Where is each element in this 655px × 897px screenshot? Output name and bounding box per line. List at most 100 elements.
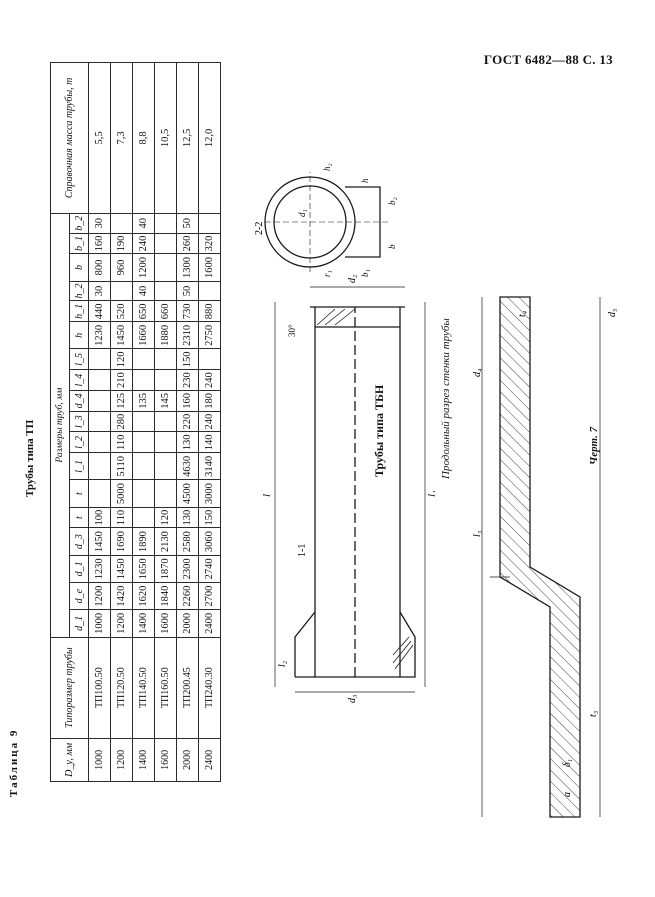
dim-d1: d₁ [297,209,307,217]
cross-section-drawing: 2-2 d₁ b h b₁ b₂ h₂ r₁ [254,163,397,277]
dim-d3: d₃ [347,694,358,703]
table-cell: 40 [132,213,155,234]
table-cell: 1400 [132,609,155,638]
table-cell: 7,3 [110,62,133,214]
table-cell: 2700 [198,582,221,610]
table-cell: 3060 [198,527,221,556]
header-col-9: l_2 [69,431,89,453]
table-cell: 4500 [176,479,199,508]
table-cell [132,411,155,432]
header-col-16: h_2 [69,281,89,301]
table-cell: 30 [88,281,111,301]
table-cell: 190 [110,233,133,254]
table-cell: ТП140.50 [132,637,155,739]
dim-b: b [387,244,397,249]
table-cell: 1450 [110,321,133,349]
table-cell: 1840 [154,582,177,610]
table-cell: 1200 [110,738,133,782]
header-dimensions: Размеры труб, мм [50,213,70,638]
table-cell: 120 [154,507,177,528]
table-cell: 1450 [110,555,133,583]
table-cell [154,213,177,234]
header-col-15: h_1 [69,300,89,322]
table-cell: 1600 [154,738,177,782]
table-cell [154,233,177,254]
wall-section-drawing: t₃ l₃ d₄ a δ₁ t₄ d₅ [472,296,618,818]
dimensions-table: D_у, мм Типоразмер трубы Размеры труб, м… [50,62,221,782]
table-cell: 10,5 [154,62,177,214]
table-cell: 240 [198,411,221,432]
header-mass: Справочная масса трубы, т [50,62,89,214]
table-cell: 2740 [198,555,221,583]
dim-b2: b₂ [387,197,397,205]
angle-label: 30° [287,324,297,337]
table-cell [154,281,177,301]
table-cell: 160 [88,233,111,254]
table-cell: 12,0 [198,62,221,214]
table-cell: 145 [154,390,177,412]
table-cell [154,348,177,370]
table-cell: 2310 [176,321,199,349]
table-cell: 1200 [132,253,155,282]
dim-l1: l₁ [426,490,435,497]
table-cell [88,479,111,508]
table-cell: 1600 [198,253,221,282]
table-cell: 130 [176,507,199,528]
table-cell: 650 [132,300,155,322]
table-cell: 240 [132,233,155,254]
table-cell [88,369,111,391]
table-cell: ТП120.50 [110,637,133,739]
table-cell: 180 [198,390,221,412]
header-col-19: b_2 [69,213,89,234]
table-cell: 130 [176,431,199,453]
header-col-10: l_3 [69,411,89,432]
table-cell: 2130 [154,527,177,556]
table-cell: 1600 [154,609,177,638]
dim-h2: h₂ [322,163,332,171]
table-cell: 230 [176,369,199,391]
dim-d2: d₂ [347,274,358,283]
dim-l3: l₃ [472,530,483,537]
table-cell: 1870 [154,555,177,583]
table-cell: 2750 [198,321,221,349]
table-cell [132,452,155,480]
page-header: ГОСТ 6482—88 С. 13 [483,52,613,67]
header-col-6: t [69,507,89,528]
table-cell [154,369,177,391]
table-cell: 210 [110,369,133,391]
table-cell [154,479,177,508]
table-cell: 320 [198,233,221,254]
table-cell: 880 [198,300,221,322]
table-cell: 5,5 [88,62,111,214]
table-cell: 50 [176,281,199,301]
header-col-3: d_e [69,582,89,610]
table-cell: 3140 [198,452,221,480]
dim-l2: l₂ [277,660,288,667]
table-cell: 8,8 [132,62,155,214]
dim-r1: r₁ [322,270,332,277]
table-number: Таблица 9 [8,728,20,797]
table-cell: 1660 [132,321,155,349]
table-cell: 1880 [154,321,177,349]
table-cell: 1200 [88,582,111,610]
table-cell: 440 [88,300,111,322]
table-cell: 800 [88,253,111,282]
table-cell [110,213,133,234]
table-cell: 730 [176,300,199,322]
table-cell [88,431,111,453]
table-cell [154,452,177,480]
table-cell [132,431,155,453]
table-cell: 1300 [176,253,199,282]
table-cell: 40 [132,281,155,301]
table-cell: 240 [198,369,221,391]
dim-c1: δ₁ [562,759,573,767]
header-col-12: l_4 [69,369,89,391]
table-cell: 110 [110,431,133,453]
table-cell [198,281,221,301]
table-cell: 110 [110,507,133,528]
table-cell [154,411,177,432]
